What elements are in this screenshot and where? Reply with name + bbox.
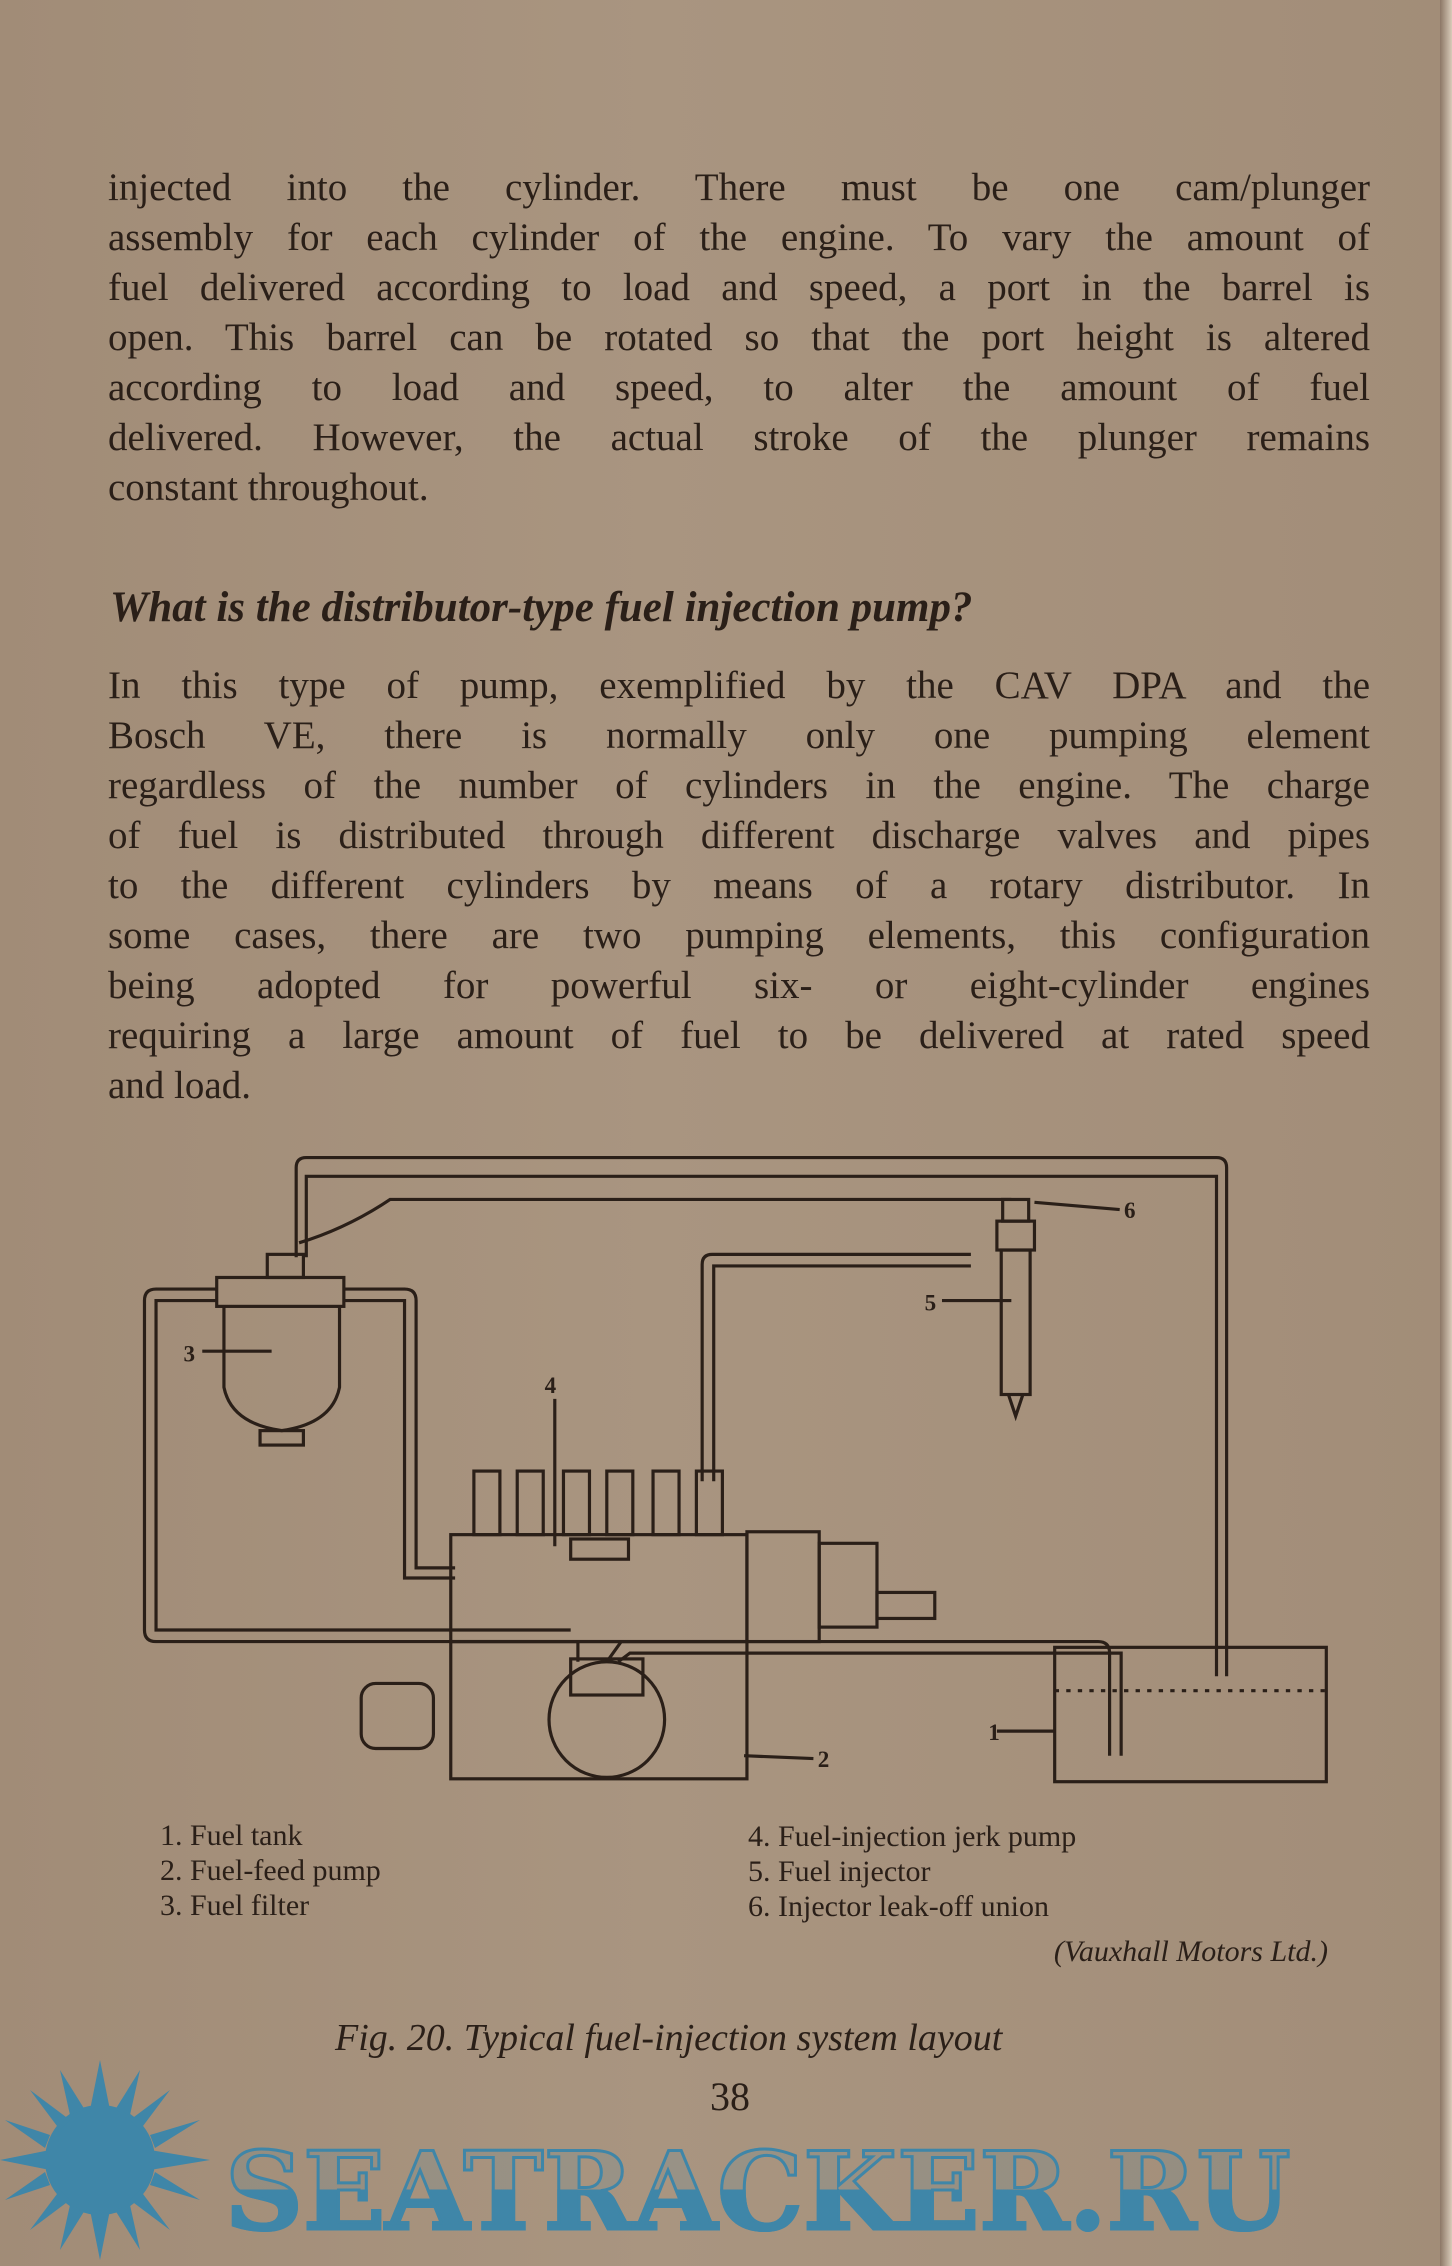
watermark: SEATRACKER.RU xyxy=(224,2129,1293,2255)
legend-item: 5. Fuel injector xyxy=(748,1855,931,1888)
sun-logo-icon xyxy=(0,2060,210,2260)
legend-item: 4. Fuel-injection jerk pump xyxy=(748,1820,1077,1853)
legend-item: 2. Fuel-feed pump xyxy=(160,1854,381,1887)
figure-caption: Fig. 20. Typical fuel-injection system l… xyxy=(335,2017,1003,2059)
figure-credit: (Vauxhall Motors Ltd.) xyxy=(1053,1935,1328,1968)
text-line: some cases, there are two pumping elemen… xyxy=(108,914,1370,957)
label-2: 2 xyxy=(818,1746,830,1772)
page-edge xyxy=(1440,0,1452,2266)
text-line: open. This barrel can be rotated so that… xyxy=(108,316,1370,359)
text-line: injected into the cylinder. There must b… xyxy=(108,166,1370,209)
legend-item: 3. Fuel filter xyxy=(160,1889,310,1922)
label-6: 6 xyxy=(1124,1197,1136,1223)
legend-right: 4. Fuel-injection jerk pump 5. Fuel inje… xyxy=(748,1819,1076,1924)
text-line: delivered. However, the actual stroke of… xyxy=(108,416,1370,459)
legend-left: 1. Fuel tank 2. Fuel-feed pump 3. Fuel f… xyxy=(160,1818,381,1923)
text-line: In this type of pump, exemplified by the… xyxy=(108,664,1370,707)
fuel-tank xyxy=(1053,1645,1328,1784)
injection-pump xyxy=(449,1533,749,1644)
return-pipe xyxy=(294,1155,1229,1677)
text-line: Bosch VE, there is normally only one pum… xyxy=(108,714,1370,757)
text-line: of fuel is distributed through different… xyxy=(108,814,1370,857)
label-3: 3 xyxy=(183,1340,195,1366)
label-1: 1 xyxy=(988,1719,1000,1745)
delivery-valves xyxy=(472,1469,724,1537)
label-5: 5 xyxy=(925,1290,937,1316)
text-line: regardless of the number of cylinders in… xyxy=(108,764,1370,807)
section-heading: What is the distributor-type fuel inject… xyxy=(110,584,973,631)
text-line: and load. xyxy=(108,1064,251,1107)
text-line: requiring a large amount of fuel to be d… xyxy=(108,1014,1370,1057)
fuel-feed-pump xyxy=(359,1681,436,1751)
label-4: 4 xyxy=(545,1372,557,1398)
leak-off-pipe xyxy=(298,1197,1012,1245)
fuel-injector xyxy=(995,1219,1037,1252)
text-line: according to load and speed, to alter th… xyxy=(108,366,1370,409)
text-line: constant throughout. xyxy=(108,466,429,509)
legend-item: 1. Fuel tank xyxy=(160,1819,303,1852)
page-number: 38 xyxy=(710,2074,750,2119)
text-line: fuel delivered according to load and spe… xyxy=(108,266,1370,309)
legend-item: 6. Injector leak-off union xyxy=(748,1890,1050,1923)
text-line: assembly for each cylinder of the engine… xyxy=(108,216,1370,259)
fuel-filter xyxy=(215,1275,346,1308)
text-line: being adopted for powerful six- or eight… xyxy=(108,964,1370,1007)
text-line: to the different cylinders by means of a… xyxy=(108,864,1370,907)
